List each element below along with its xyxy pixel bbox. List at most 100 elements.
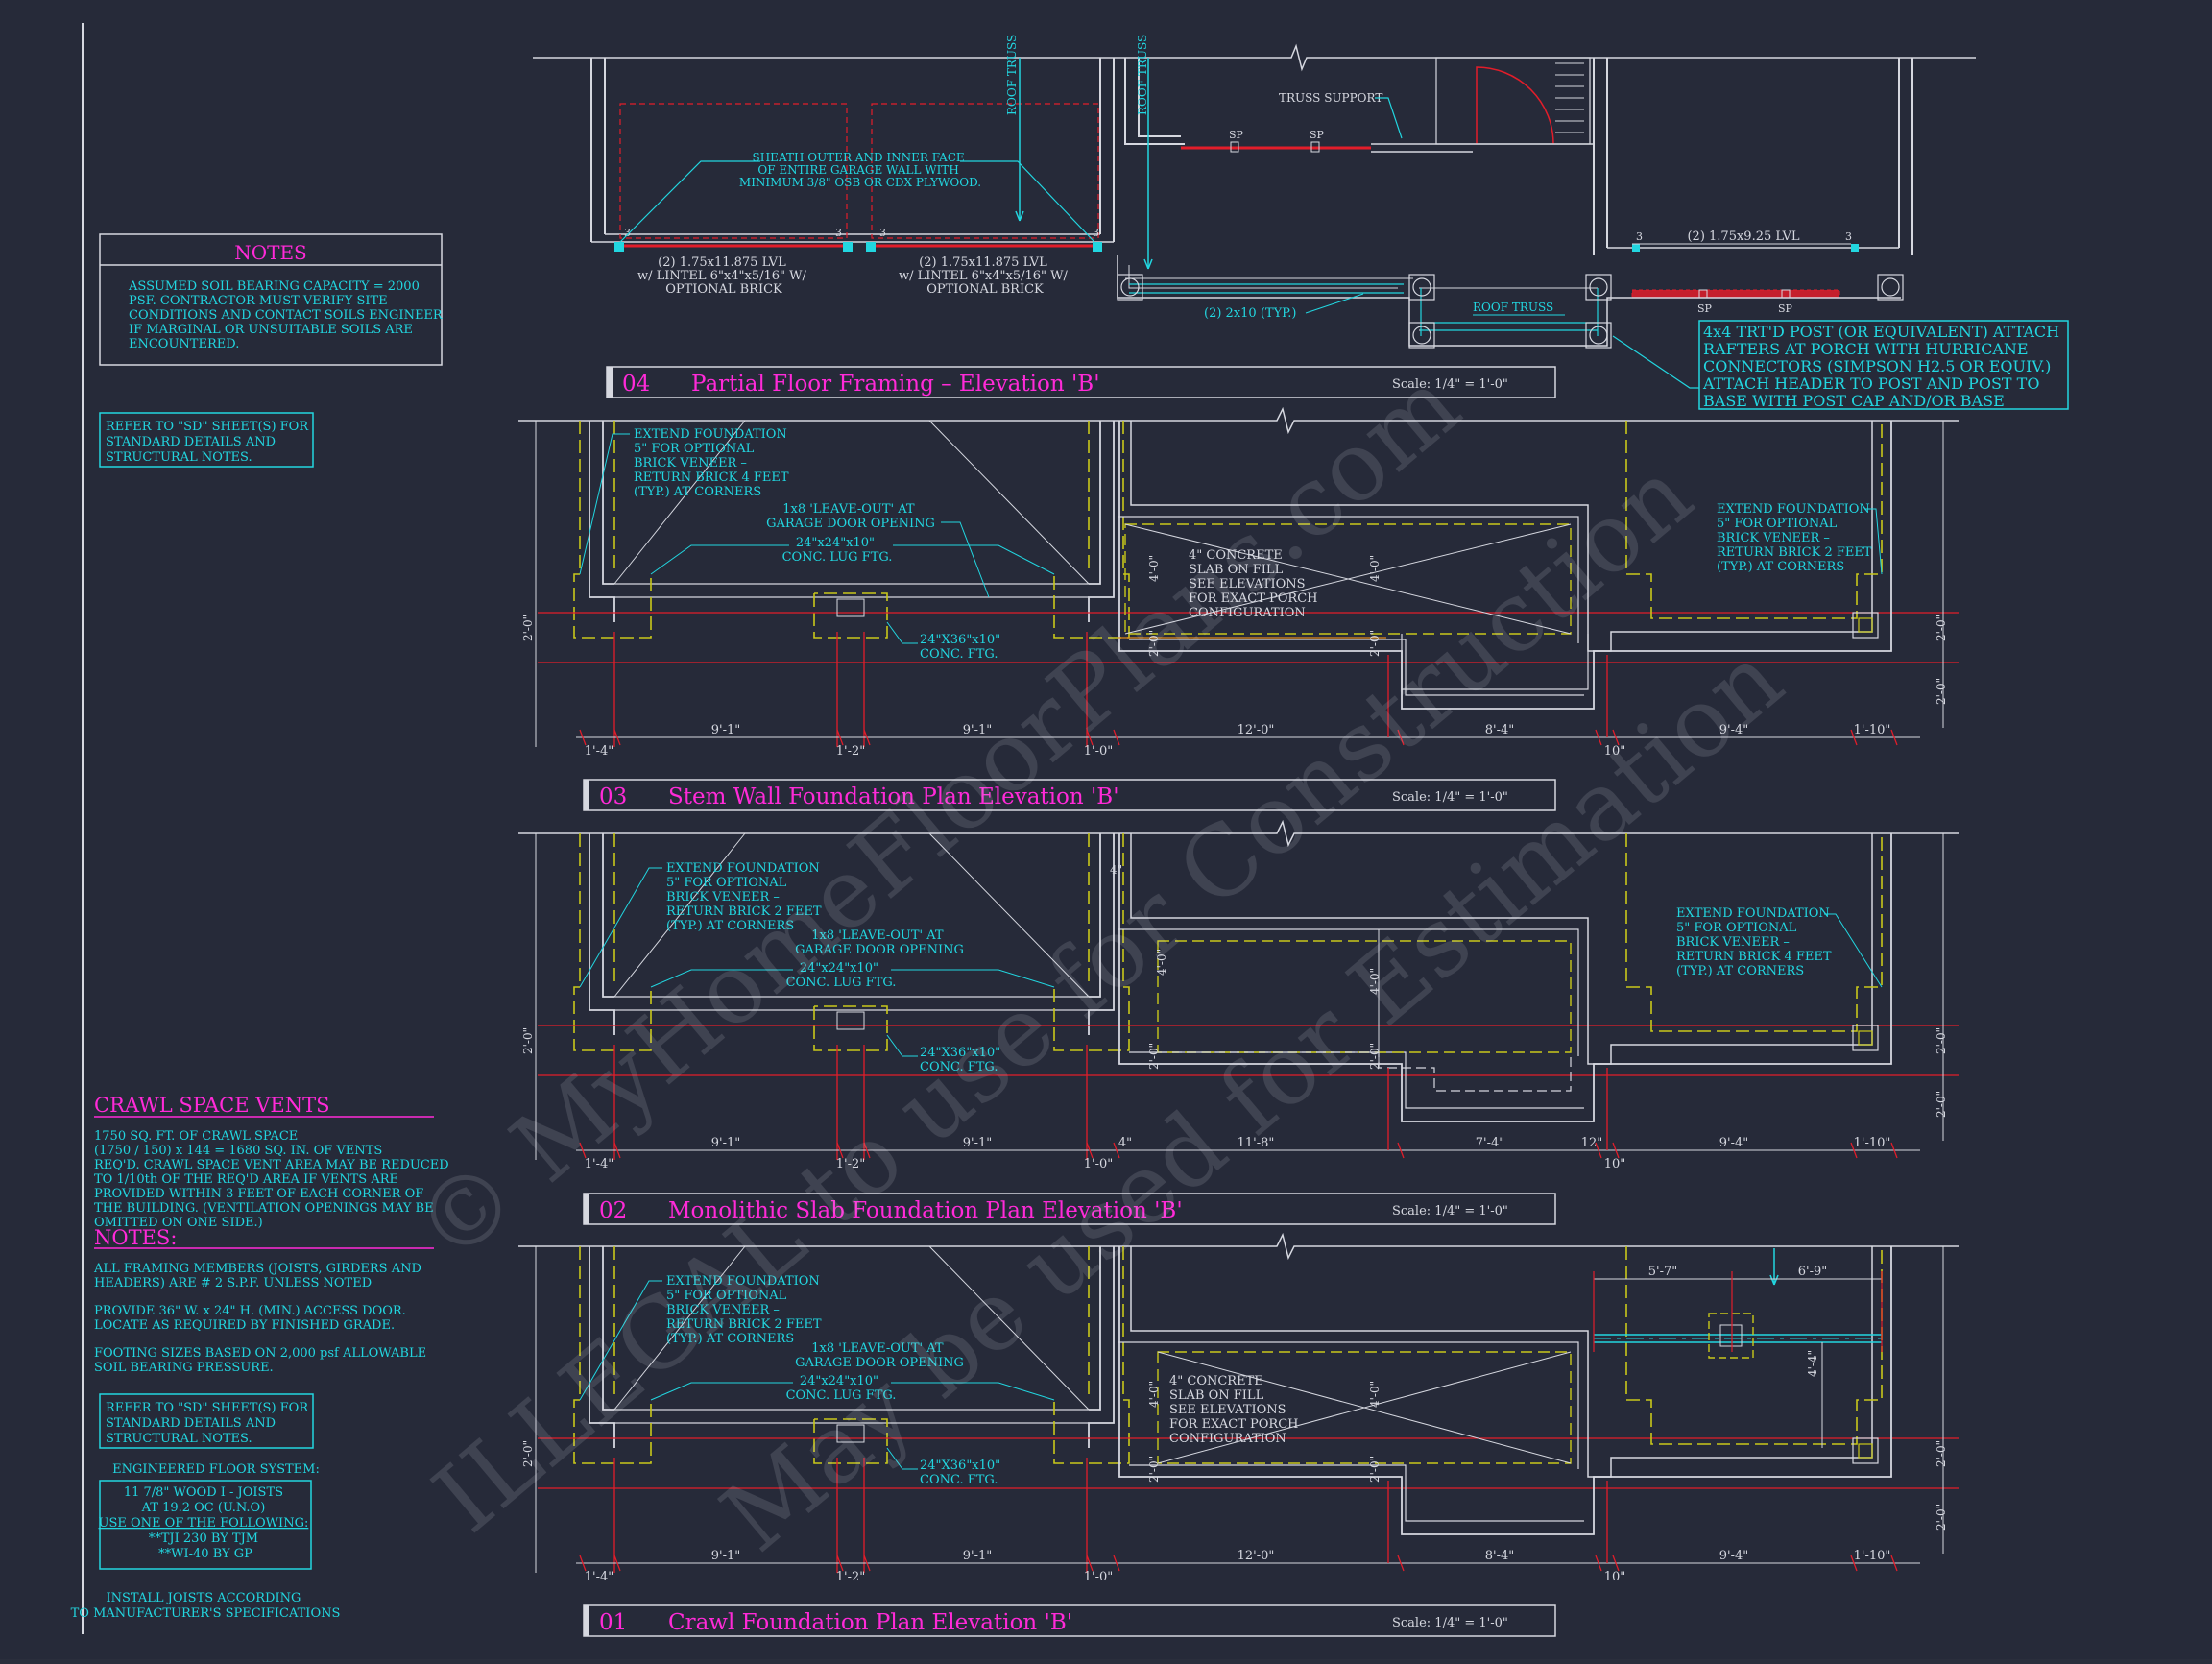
svg-text:1'-0": 1'-0" (1084, 1570, 1114, 1584)
svg-text:01: 01 (599, 1610, 627, 1635)
svg-text:ROOF TRUSS: ROOF TRUSS (1473, 301, 1553, 314)
plan-03-stem-wall: EXTEND FOUNDATION 5" FOR OPTIONAL BRICK … (517, 408, 1960, 759)
svg-text:1'-10": 1'-10" (1854, 723, 1891, 737)
svg-text:2'-0": 2'-0" (1935, 1027, 1948, 1054)
svg-text:1'-4": 1'-4" (585, 1157, 614, 1171)
notes-title: NOTES (234, 241, 307, 264)
crawl-vents-title: CRAWL SPACE VENTS (94, 1094, 330, 1117)
svg-text:9'-4": 9'-4" (1719, 723, 1749, 737)
notes-2: NOTES: ALL FRAMING MEMBERS (JOISTS, GIRD… (93, 1226, 434, 1375)
svg-text:Stem Wall Foundation Plan: Stem Wall Foundation Plan Elevation 'B' (668, 784, 1119, 809)
svg-text:EXTEND FOUNDATION 5" FOR: EXTEND FOUNDATION 5" FOR OPTIONAL BRICK … (1676, 906, 1836, 978)
svg-text:1'-2": 1'-2" (836, 1570, 866, 1584)
svg-text:7'-4": 7'-4" (1476, 1136, 1505, 1150)
svg-text:1'-10": 1'-10" (1854, 1549, 1891, 1563)
svg-text:4" CONCRETE SLAB ON FILL: 4" CONCRETE SLAB ON FILL SEE ELEVATIONS … (1169, 1374, 1303, 1446)
svg-text:10": 10" (1604, 1157, 1626, 1171)
svg-text:Monolithic Slab Foundation: Monolithic Slab Foundation Plan Elevatio… (668, 1198, 1183, 1223)
svg-text:SP: SP (1229, 129, 1244, 141)
svg-text:EXTEND FOUNDATION 5" FOR: EXTEND FOUNDATION 5" FOR OPTIONAL BRICK … (666, 1274, 826, 1346)
svg-text:9'-1": 9'-1" (711, 1136, 741, 1150)
svg-text:1'-2": 1'-2" (836, 744, 866, 759)
svg-text:1'-4": 1'-4" (585, 744, 614, 759)
svg-text:4'-0": 4'-0" (1147, 555, 1161, 582)
svg-text:2'-0": 2'-0" (1368, 630, 1382, 657)
svg-text:9'-1": 9'-1" (963, 1136, 993, 1150)
svg-text:ROOF TRUSS: ROOF TRUSS (1136, 35, 1149, 115)
svg-text:24"X36"x10" CONC. FTG.: 24"X36"x10" CONC. FTG. (920, 1046, 1004, 1074)
svg-text:ROOF TRUSS: ROOF TRUSS (1005, 35, 1019, 115)
svg-text:Scale: 1/4" = 1'-0": Scale: 1/4" = 1'-0" (1392, 1616, 1508, 1630)
svg-text:6'-9": 6'-9" (1798, 1265, 1828, 1279)
svg-text:24"x24"x10" CONC. LUG FT: 24"x24"x10" CONC. LUG FTG. (786, 961, 897, 990)
svg-text:2'-0": 2'-0" (1147, 1043, 1161, 1070)
svg-text:SP: SP (1778, 302, 1793, 315)
svg-text:2'-0": 2'-0" (1935, 678, 1948, 705)
svg-text:TRUSS SUPPORT: TRUSS SUPPORT (1279, 91, 1382, 105)
svg-text:4'-0": 4'-0" (1147, 1381, 1161, 1408)
svg-text:2'-0": 2'-0" (1935, 1440, 1948, 1467)
svg-text:EXTEND FOUNDATION 5" FOR: EXTEND FOUNDATION 5" FOR OPTIONAL BRICK … (666, 861, 826, 933)
svg-text:REFER TO "SD" SHEET(S) FOR: REFER TO "SD" SHEET(S) FOR STANDARD DETA… (106, 420, 312, 465)
svg-text:3: 3 (1845, 230, 1852, 243)
svg-text:SP: SP (1697, 302, 1713, 315)
svg-text:3: 3 (879, 227, 886, 239)
svg-text:Partial Floor Framing – El: Partial Floor Framing – Elevation 'B' (691, 372, 1100, 397)
sheath-note: SHEATH OUTER AND INNER FACE OF ENTIRE GA… (739, 151, 981, 189)
svg-text:EXTEND FOUNDATION 5" FOR: EXTEND FOUNDATION 5" FOR OPTIONAL BRICK … (1717, 502, 1876, 574)
lintel-left-note: (2) 1.75x11.875 LVL w/ LINTEL 6"x4"x5/16… (637, 255, 810, 297)
svg-text:10": 10" (1604, 1570, 1626, 1584)
svg-text:2'-0": 2'-0" (1368, 1043, 1382, 1070)
svg-text:3: 3 (1093, 227, 1099, 239)
svg-text:4": 4" (1118, 1136, 1132, 1150)
svg-text:8'-4": 8'-4" (1485, 1549, 1515, 1563)
svg-text:(2) 1.75x9.25 LVL: (2) 1.75x9.25 LVL (1687, 229, 1799, 244)
svg-text:Scale: 1/4" = 1'-0": Scale: 1/4" = 1'-0" (1392, 377, 1508, 392)
title-bar-02: 02 Monolithic Slab Foundation Plan Eleva… (583, 1193, 1556, 1225)
svg-text:4'-0": 4'-0" (1368, 968, 1382, 995)
svg-text:10": 10" (1604, 744, 1626, 759)
watermark: © MyHomeFloorPlans.com ILLEGAL to use fo… (394, 348, 1803, 1573)
svg-text:Scale: 1/4" = 1'-0": Scale: 1/4" = 1'-0" (1392, 1204, 1508, 1218)
notes2-title: NOTES: (94, 1226, 177, 1249)
svg-text:1'-0": 1'-0" (1084, 744, 1114, 759)
plan-04-floor-framing: 3 3 3 3 ROOF TRUSS SHEATH OUTER AND INNE… (533, 35, 2069, 410)
svg-text:2'-0": 2'-0" (521, 615, 535, 641)
svg-text:24"x24"x10" CONC. LUG FT: 24"x24"x10" CONC. LUG FTG. (782, 536, 893, 565)
svg-text:8'-4": 8'-4" (1485, 723, 1515, 737)
notes2-body: ALL FRAMING MEMBERS (JOISTS, GIRDERS AND… (93, 1262, 430, 1375)
svg-text:9'-1": 9'-1" (711, 1549, 741, 1563)
svg-text:03: 03 (599, 784, 627, 809)
svg-text:1'-2": 1'-2" (836, 1157, 866, 1171)
svg-text:1'-4": 1'-4" (585, 1570, 614, 1584)
svg-text:4'-0": 4'-0" (1368, 555, 1382, 582)
extend-left-note: EXTEND FOUNDATION 5" FOR OPTIONAL BRICK … (634, 427, 793, 499)
svg-text:(2) 2x10 (TYP.): (2) 2x10 (TYP.) (1204, 306, 1296, 321)
title-bar-01: 01 Crawl Foundation Plan Elevation 'B' S… (583, 1604, 1556, 1637)
lintel-right-note: (2) 1.75x11.875 LVL w/ LINTEL 6"x4"x5/16… (899, 255, 1071, 297)
svg-text:1x8 'LEAVE-OUT' AT GARAG: 1x8 'LEAVE-OUT' AT GARAGE DOOR OPENING (795, 928, 964, 957)
svg-text:9'-4": 9'-4" (1719, 1136, 1749, 1150)
title-bar-04: 04 Partial Floor Framing – Elevation 'B'… (606, 366, 1556, 398)
svg-text:1x8 'LEAVE-OUT' AT GARAG: 1x8 'LEAVE-OUT' AT GARAGE DOOR OPENING (766, 502, 935, 531)
notes-body: ASSUMED SOIL BEARING CAPACITY = 2000 PSF… (128, 279, 446, 351)
svg-text:2'-0": 2'-0" (1935, 1504, 1948, 1531)
svg-text:4'-4": 4'-4" (1806, 1350, 1819, 1377)
svg-text:Crawl Foundation Plan Eleva: Crawl Foundation Plan Elevation 'B' (668, 1610, 1072, 1635)
svg-text:11 7/8" WOOD I - JOISTS: 11 7/8" WOOD I - JOISTS AT 19.2 OC (U.N.… (99, 1485, 313, 1561)
slab-note: 4" CONCRETE SLAB ON FILL SEE ELEVATIONS … (1189, 548, 1322, 620)
svg-text:12'-0": 12'-0" (1238, 723, 1275, 737)
svg-text:02: 02 (599, 1198, 627, 1223)
svg-text:5'-7": 5'-7" (1648, 1265, 1678, 1279)
svg-text:1x8 'LEAVE-OUT' AT GARAG: 1x8 'LEAVE-OUT' AT GARAGE DOOR OPENING (795, 1341, 964, 1370)
svg-text:2'-0": 2'-0" (521, 1027, 535, 1054)
svg-text:REFER TO "SD" SHEET(S) FOR: REFER TO "SD" SHEET(S) FOR STANDARD DETA… (106, 1401, 312, 1446)
svg-text:Scale: 1/4" = 1'-0": Scale: 1/4" = 1'-0" (1392, 790, 1508, 805)
svg-text:4'-0": 4'-0" (1368, 1381, 1382, 1408)
engineered-floor-system: ENGINEERED FLOOR SYSTEM: 11 7/8" WOOD I … (71, 1462, 341, 1621)
svg-text:1'-10": 1'-10" (1854, 1136, 1891, 1150)
svg-text:24"X36"x10" CONC. FTG.: 24"X36"x10" CONC. FTG. (920, 1459, 1004, 1487)
svg-text:1'-0": 1'-0" (1084, 1157, 1114, 1171)
